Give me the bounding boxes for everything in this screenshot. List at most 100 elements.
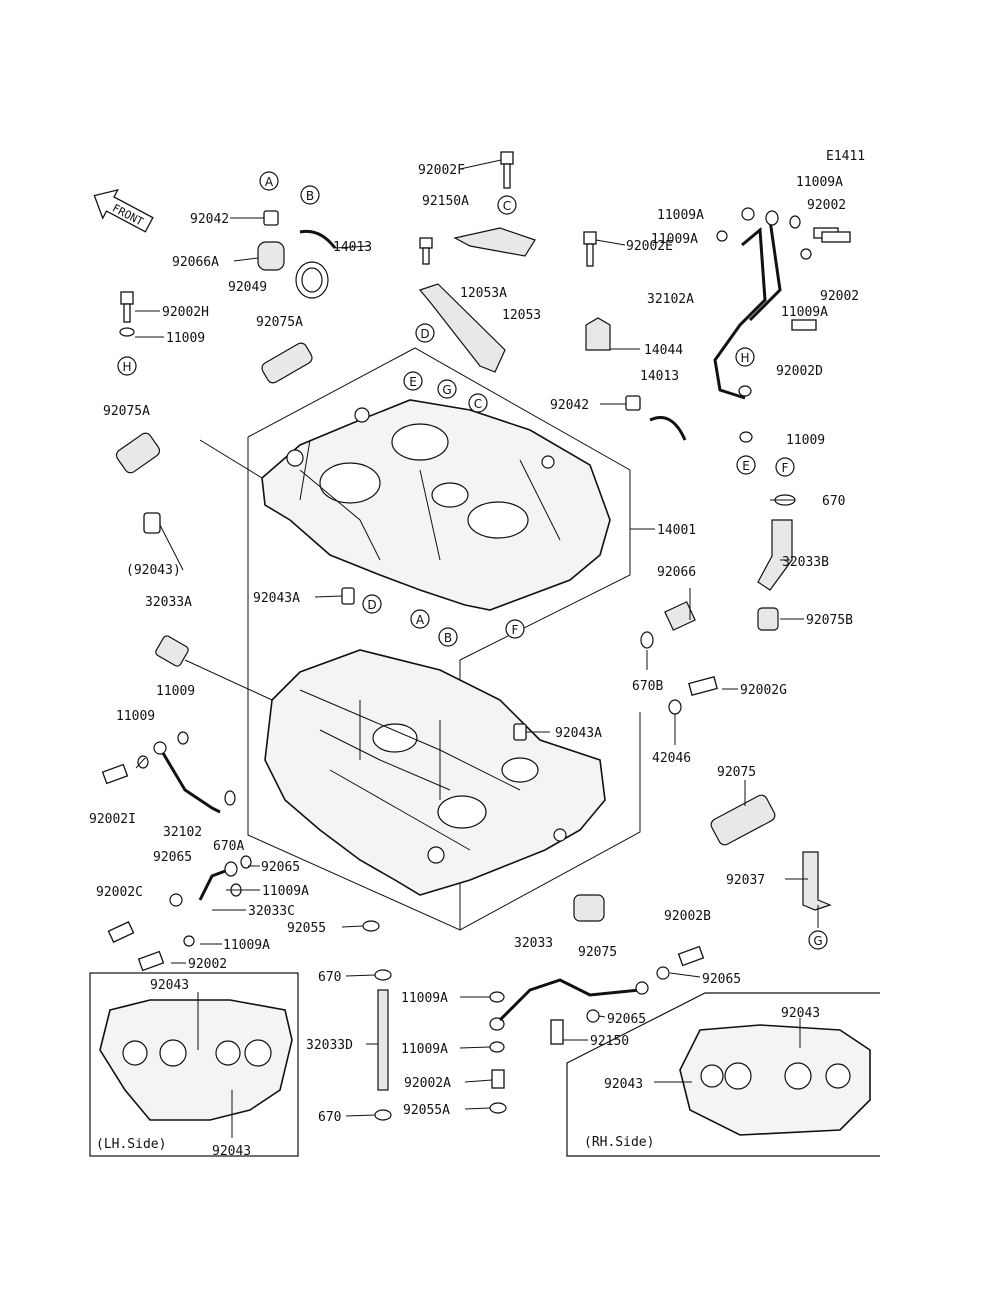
callout-f: F bbox=[505, 619, 525, 639]
upper-crankcase bbox=[261, 399, 611, 611]
part-number-label: 14001 bbox=[657, 523, 696, 538]
callout-letter: H bbox=[122, 360, 131, 374]
part-number-label: 92055A bbox=[403, 1103, 450, 1118]
part-number-label: 92002A bbox=[404, 1076, 451, 1091]
part-number-label: 11009 bbox=[156, 684, 195, 699]
callout-letter: A bbox=[265, 175, 274, 189]
part-number-label: 92043 bbox=[150, 978, 189, 993]
lower-crankcase bbox=[264, 649, 606, 896]
part-number-label: 92002C bbox=[96, 885, 143, 900]
part-number-label: 92002 bbox=[820, 289, 859, 304]
part-number-label: 11009 bbox=[116, 709, 155, 724]
part-number-label: 11009A bbox=[262, 884, 309, 899]
part-number-label: (92043) bbox=[126, 563, 181, 578]
part-number-label: 32102 bbox=[163, 825, 202, 840]
callout-letter: D bbox=[367, 598, 376, 612]
part-number-label: 11009A bbox=[401, 1042, 448, 1057]
part-number-label: 92002D bbox=[776, 364, 823, 379]
callout-c: C bbox=[497, 195, 517, 215]
part-number-label: 14044 bbox=[644, 343, 683, 358]
part-number-label: 92002G bbox=[740, 683, 787, 698]
callout-c: C bbox=[468, 393, 488, 413]
part-number-label: 11009A bbox=[401, 991, 448, 1006]
callout-letter: F bbox=[782, 461, 789, 475]
callout-h: H bbox=[735, 347, 755, 367]
callout-letter: B bbox=[444, 631, 452, 645]
callout-letter: F bbox=[512, 623, 519, 637]
part-number-label: 92043 bbox=[604, 1077, 643, 1092]
part-number-label: 32033C bbox=[248, 904, 295, 919]
part-number-label: 92150A bbox=[422, 194, 469, 209]
part-number-label: 32033D bbox=[306, 1038, 353, 1053]
part-number-label: 92002 bbox=[807, 198, 846, 213]
part-number-label: 32033B bbox=[782, 555, 829, 570]
part-number-label: 92065 bbox=[607, 1012, 646, 1027]
part-number-label: 92049 bbox=[228, 280, 267, 295]
part-number-label: 92043 bbox=[781, 1006, 820, 1021]
part-number-label: 12053 bbox=[502, 308, 541, 323]
callout-g: G bbox=[437, 379, 457, 399]
part-number-label: 92043A bbox=[555, 726, 602, 741]
part-number-label: 14013 bbox=[333, 240, 372, 255]
part-number-label: 92075A bbox=[103, 404, 150, 419]
callout-letter: A bbox=[416, 613, 425, 627]
part-number-label: 92043 bbox=[212, 1144, 251, 1159]
callout-b: B bbox=[438, 627, 458, 647]
part-number-label: 92002I bbox=[89, 812, 136, 827]
part-number-label: 92075 bbox=[717, 765, 756, 780]
part-number-label: 92065 bbox=[153, 850, 192, 865]
callout-letter: E bbox=[742, 459, 750, 473]
callout-g: G bbox=[808, 930, 828, 950]
part-number-label: 32102A bbox=[647, 292, 694, 307]
part-number-label: 92002F bbox=[418, 163, 465, 178]
part-number-label: 11009 bbox=[786, 433, 825, 448]
small-parts bbox=[101, 151, 851, 1121]
callout-b: B bbox=[300, 185, 320, 205]
part-number-label: 42046 bbox=[652, 751, 691, 766]
callout-letter: C bbox=[474, 397, 482, 411]
callout-a: A bbox=[410, 609, 430, 629]
part-number-label: 92065 bbox=[261, 860, 300, 875]
part-number-label: 11009A bbox=[651, 232, 698, 247]
part-number-label: 670 bbox=[318, 1110, 341, 1125]
lh-side-label: (LH.Side) bbox=[96, 1137, 166, 1152]
part-number-label: 92075 bbox=[578, 945, 617, 960]
part-number-label: 92002B bbox=[664, 909, 711, 924]
callout-letter: B bbox=[306, 189, 314, 203]
callout-letters: A B C D H H E G C E F D A B F G bbox=[117, 171, 828, 950]
part-number-label: 92055 bbox=[287, 921, 326, 936]
callout-d: D bbox=[415, 323, 435, 343]
part-number-label: 92002 bbox=[188, 957, 227, 972]
callout-letter: H bbox=[740, 351, 749, 365]
part-number-label: 14013 bbox=[640, 369, 679, 384]
part-number-label: 11009 bbox=[166, 331, 205, 346]
callout-e: E bbox=[736, 455, 756, 475]
part-number-label: 92075A bbox=[256, 315, 303, 330]
callout-e: E bbox=[403, 371, 423, 391]
part-number-label: 92065 bbox=[702, 972, 741, 987]
part-number-label: 670 bbox=[822, 494, 845, 509]
callout-letter: E bbox=[409, 375, 417, 389]
part-number-label: 92043A bbox=[253, 591, 300, 606]
rh-side-inset: (RH.Side) bbox=[566, 992, 880, 1157]
part-number-label: 92066A bbox=[172, 255, 219, 270]
part-number-label: 32033 bbox=[514, 936, 553, 951]
callout-letter: G bbox=[442, 383, 451, 397]
part-number-label: 92002E bbox=[626, 239, 673, 254]
part-number-label: 670 bbox=[318, 970, 341, 985]
diagram-code: E1411 bbox=[826, 149, 865, 164]
part-number-label: 32033A bbox=[145, 595, 192, 610]
part-number-label: 12053A bbox=[460, 286, 507, 301]
part-number-label: 11009A bbox=[657, 208, 704, 223]
rh-side-label: (RH.Side) bbox=[584, 1135, 654, 1150]
part-number-labels: 9204292066A920491401392002H1100992075A92… bbox=[89, 163, 859, 1159]
callout-letter: G bbox=[813, 934, 822, 948]
part-number-label: 11009A bbox=[781, 305, 828, 320]
part-number-label: 670A bbox=[213, 839, 244, 854]
part-number-label: 92075B bbox=[806, 613, 853, 628]
part-number-label: 670B bbox=[632, 679, 663, 694]
callout-a: A bbox=[259, 171, 279, 191]
part-number-label: 11009A bbox=[223, 938, 270, 953]
